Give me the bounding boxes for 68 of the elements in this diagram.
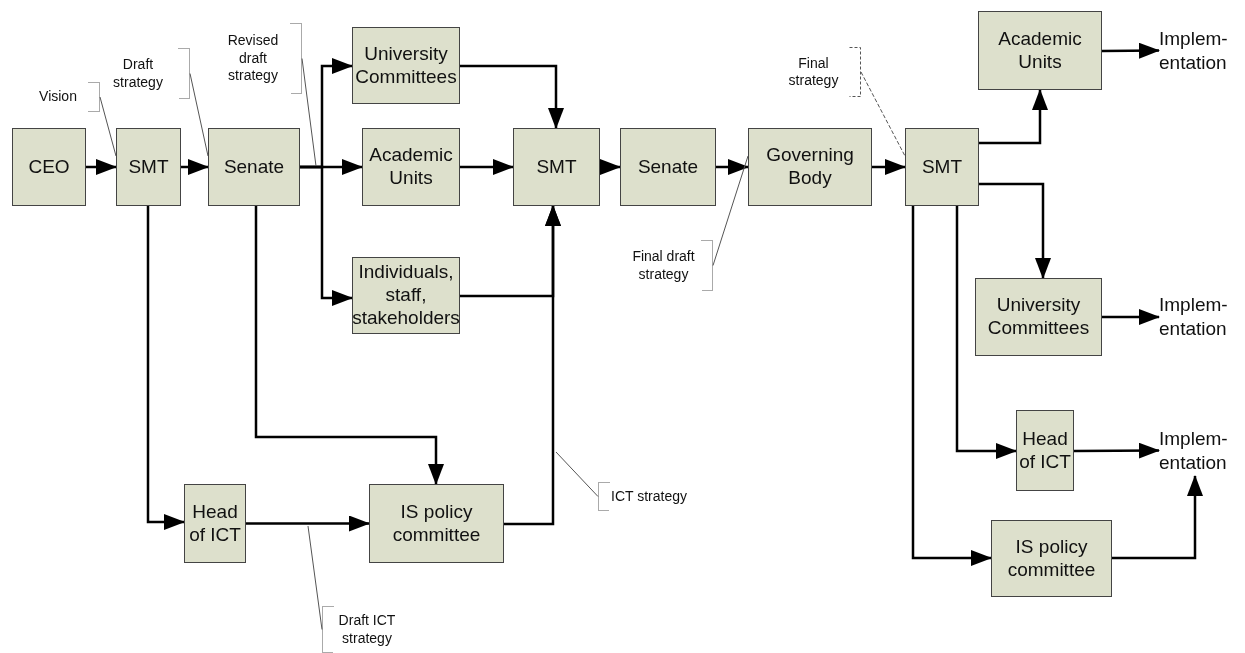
annotation-text: Final strategy [787, 54, 840, 90]
box-label: Senate [223, 155, 285, 179]
process-box [1016, 410, 1074, 491]
leader-line [99, 96, 117, 157]
process-box [905, 128, 979, 206]
leader-line [860, 71, 906, 157]
arrow [246, 515, 370, 532]
annotation-text: Draft strategy [112, 56, 164, 91]
process-box [208, 128, 300, 206]
arrow [911, 206, 992, 566]
annotation-text: Draft ICT strategy [337, 612, 397, 647]
process-box [991, 520, 1112, 597]
process-box [620, 128, 716, 206]
arrow [254, 206, 444, 485]
process-box [748, 128, 872, 206]
process-box [513, 128, 600, 206]
arrow [872, 159, 906, 175]
annotation-text: ICT strategy [611, 487, 687, 506]
leader-line [555, 451, 599, 497]
leader-line [712, 155, 749, 266]
arrow [979, 89, 1048, 145]
process-box [352, 27, 460, 104]
process-box [362, 128, 460, 206]
arrow [300, 165, 353, 306]
box-label: SMT [536, 155, 577, 179]
box-label: Academic Units [997, 27, 1083, 74]
arrow [504, 205, 561, 526]
process-box [184, 484, 246, 563]
process-box [975, 278, 1102, 356]
box-label: SMT [921, 155, 963, 179]
box-label: CEO [28, 155, 70, 179]
arrow [1102, 42, 1160, 59]
arrow [86, 159, 117, 175]
box-label: SMT [128, 155, 169, 179]
arrow [1112, 475, 1203, 560]
annotation-text: Vision [39, 88, 77, 106]
box-label: IS policy committee [391, 500, 482, 547]
box-label: Governing Body [765, 144, 855, 190]
box-label: Head of ICT [1019, 427, 1071, 474]
box-label: Senate [637, 155, 699, 179]
arrow [955, 206, 1017, 459]
arrow [716, 159, 749, 175]
box-label: Individuals, staff, stakeholders [352, 261, 460, 330]
arrow [460, 64, 564, 129]
box-label: Head of ICT [188, 500, 242, 547]
arrow [600, 159, 621, 175]
arrow [181, 159, 209, 175]
arrow [1074, 442, 1160, 459]
box-label: Academic Units [368, 144, 454, 190]
arrow [460, 159, 514, 175]
process-box [978, 11, 1102, 90]
process-box [116, 128, 181, 206]
box-label: University Committees [986, 294, 1091, 340]
arrow [1102, 309, 1160, 325]
outcome-label: Implem- entation [1159, 427, 1229, 475]
process-box [12, 128, 86, 206]
annotation-text: Final draft strategy [631, 248, 696, 283]
leader-line [301, 58, 317, 167]
arrow [979, 182, 1051, 279]
arrow [146, 206, 185, 530]
box-label: University Committees [355, 42, 457, 89]
outcome-label: Implem- entation [1159, 27, 1229, 75]
outcome-label: Implem- entation [1159, 293, 1229, 341]
annotation-text: Revised draft strategy [226, 32, 280, 85]
leader-line [307, 525, 323, 630]
process-box [369, 484, 504, 563]
box-label: IS policy committee [1006, 535, 1097, 582]
leader-line [189, 73, 209, 157]
